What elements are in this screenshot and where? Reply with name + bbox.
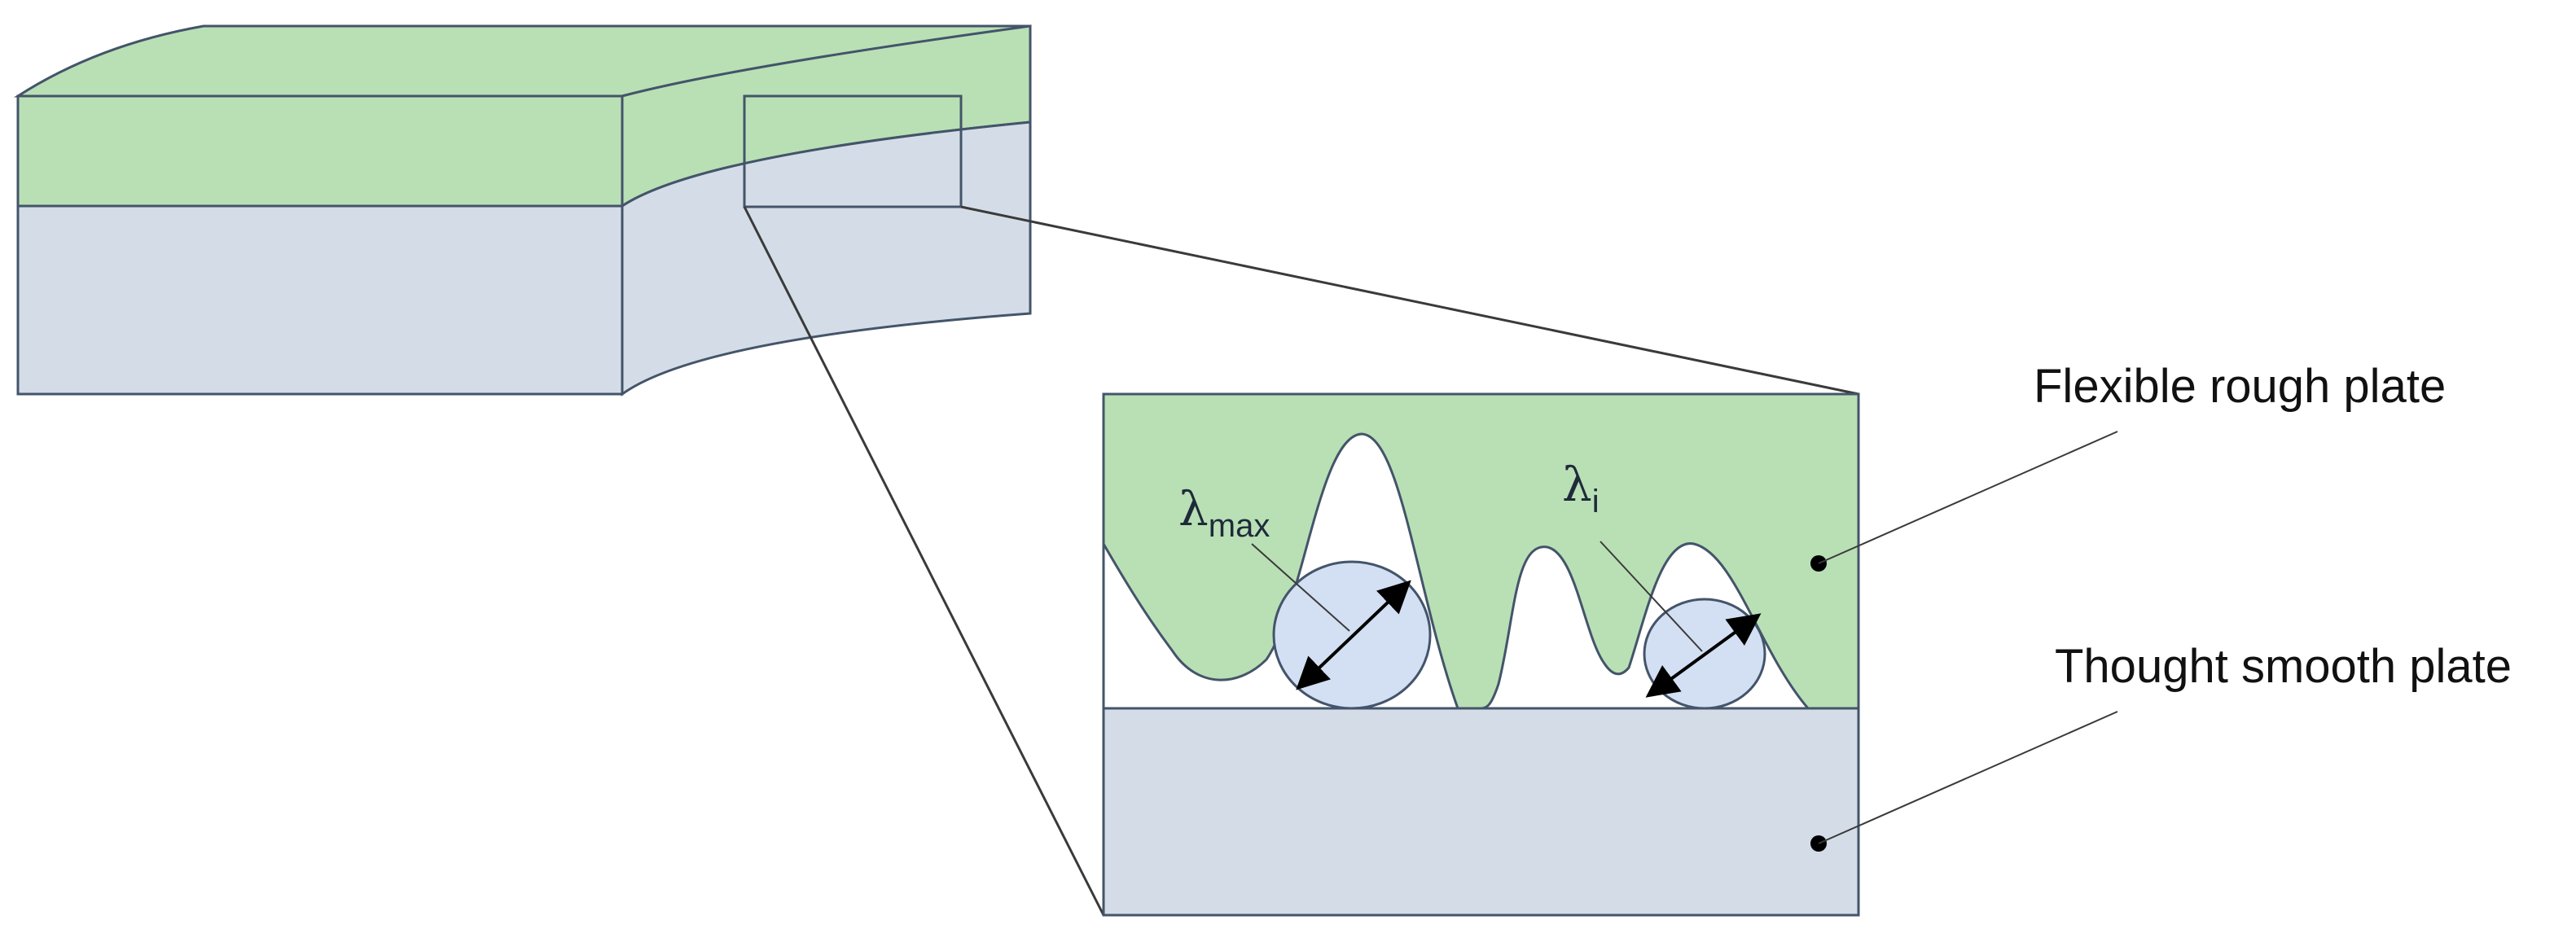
plate-front-rough-layer [16,94,624,208]
magnified-view: λmax λi [1102,392,1860,917]
zoom-line-bottom [743,206,1105,916]
lambda-max-label: λmax [1178,481,1270,544]
lambda-i-diameter-arrow [1645,613,1762,698]
rough-plate-surface [1102,392,1860,710]
smooth-plate-surface [1102,707,1860,917]
lambda-max-diameter-arrow [1296,580,1411,690]
plate-front-smooth-layer [16,204,624,396]
lambda-max-subscript: max [1209,508,1270,544]
lambda-i-leader [1600,541,1703,652]
lambda-max-symbol: λ [1178,481,1209,537]
lambda-i-subscript: i [1592,484,1600,519]
smooth-plate-callout-line [1818,711,2118,844]
callouts: Flexible rough plate Thought smooth plat… [1818,360,2512,844]
zoom-selection-box [743,94,963,208]
lambda-i-label: λi [1562,457,1600,519]
zoom-line-top [960,205,1859,396]
lambda-max-leader [1251,543,1350,632]
zoom-lines [743,205,1859,916]
plate-side-smooth-layer [621,120,1032,397]
flexible-rough-plate-label: Flexible rough plate [2034,360,2446,413]
lambda-i-symbol: λ [1562,457,1592,512]
plate-3d [13,24,1032,397]
thought-smooth-plate-label: Thought smooth plate [2055,640,2512,693]
rough-plate-callout-line [1818,431,2118,564]
magnified-view-border [1102,392,1860,917]
